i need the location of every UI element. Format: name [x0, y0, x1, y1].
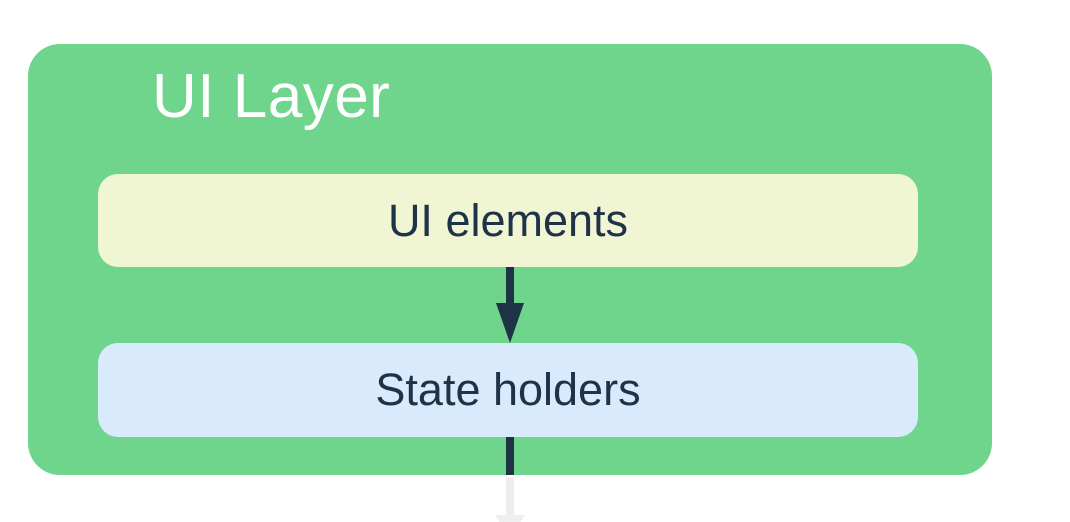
- ui-elements-box: UI elements: [98, 174, 918, 267]
- faded-down-arrow-icon: [495, 515, 525, 522]
- ui-elements-label: UI elements: [387, 194, 629, 246]
- ui-layer-title: UI Layer: [152, 62, 391, 131]
- ui-layer-container: UI Layer UI elements State holders: [28, 44, 992, 475]
- state-holders-label: State holders: [375, 364, 641, 415]
- down-arrow-shaft: [506, 267, 514, 305]
- state-holders-outgoing-connector: [506, 437, 514, 475]
- state-holders-box: State holders: [98, 343, 918, 437]
- down-arrow-icon: [496, 303, 524, 343]
- faded-connector-line: [506, 477, 514, 522]
